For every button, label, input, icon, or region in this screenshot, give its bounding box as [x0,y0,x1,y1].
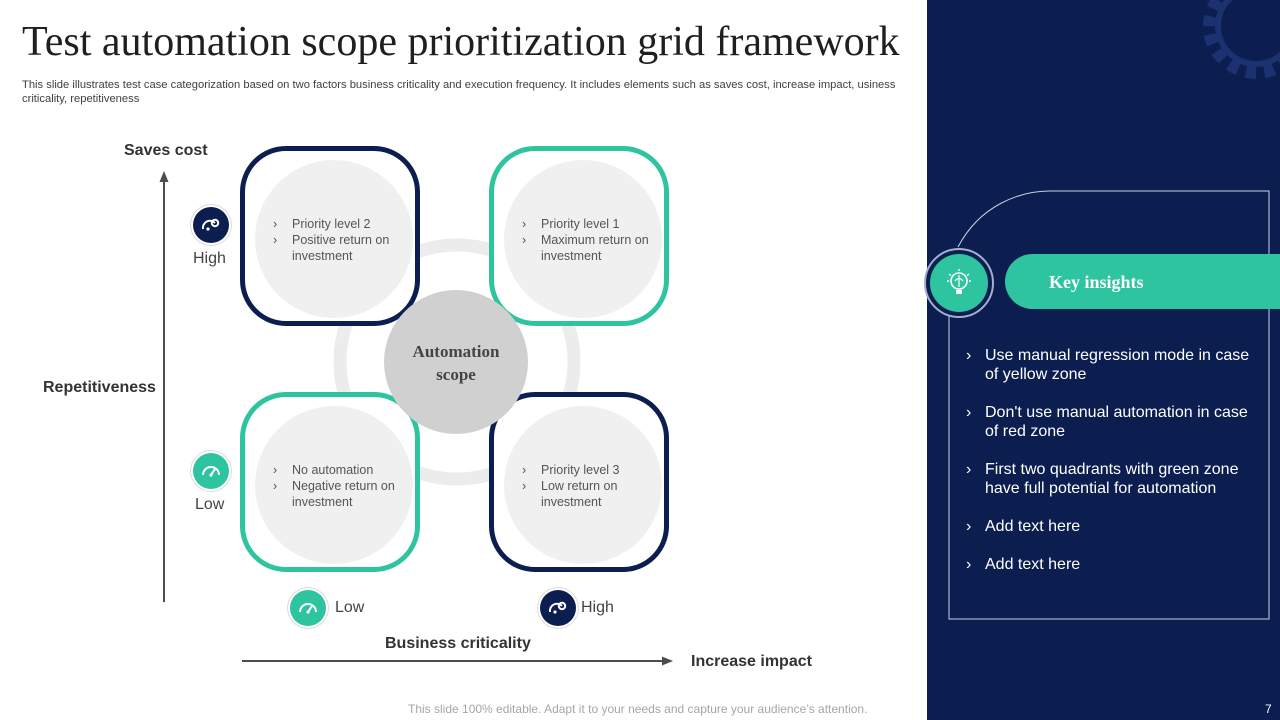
insight-item: Don't use manual automation in case of r… [965,403,1260,441]
page-title: Test automation scope prioritization gri… [22,19,900,65]
quadrant-bottom-left-text: No automation Negative return on investm… [272,462,422,510]
gear-gauge-icon [193,207,229,243]
x-low-label: Low [335,599,365,616]
quadrant-item: Maximum return on investment [521,232,671,264]
key-insights-title: Key insights [1049,272,1144,292]
insight-item: Add text here [965,517,1260,536]
y-axis-label: Repetitiveness [43,379,156,396]
quadrant-item: Negative return on investment [272,478,422,510]
axis-lines [159,171,673,666]
x-high-label: High [581,599,614,616]
speedometer-icon [290,590,326,626]
insight-item: Add text here [965,555,1260,574]
lightbulb-brain-icon [947,269,971,294]
y-high-label: High [193,250,226,267]
quadrant-item: Priority level 2 [272,216,422,232]
speedometer-icon [193,453,229,489]
y-axis-top-label: Saves cost [124,142,208,159]
quadrant-item: No automation [272,462,422,478]
quadrant-bottom-right-text: Priority level 3 Low return on investmen… [521,462,641,510]
key-insights-list: Use manual regression mode in case of ye… [965,346,1260,593]
quadrant-item: Low return on investment [521,478,641,510]
automation-scope-center: Automation scope [384,290,528,434]
key-insights-badge [924,248,994,318]
footer-note: This slide 100% editable. Adapt it to yo… [408,702,868,716]
quadrant-item: Positive return on investment [272,232,422,264]
quadrant-top-left-text: Priority level 2 Positive return on inve… [272,216,422,264]
insight-item: Use manual regression mode in case of ye… [965,346,1260,384]
insight-item: First two quadrants with green zone have… [965,460,1260,498]
gear-gauge-icon [540,590,576,626]
key-insights-header: Key insights [1005,254,1280,309]
page-number: 7 [1265,702,1272,716]
x-axis-label: Business criticality [385,635,531,652]
y-low-label: Low [195,496,225,513]
background-ring [333,238,581,486]
quadrant-item: Priority level 3 [521,462,641,478]
gear-icon [1203,0,1280,79]
x-axis-end-label: Increase impact [691,653,812,670]
page-subtitle: This slide illustrates test case categor… [22,79,896,105]
center-label-line2: scope [436,365,476,384]
center-label-line1: Automation [412,342,500,361]
quadrant-item: Priority level 1 [521,216,671,232]
quadrant-top-right-text: Priority level 1 Maximum return on inves… [521,216,671,264]
